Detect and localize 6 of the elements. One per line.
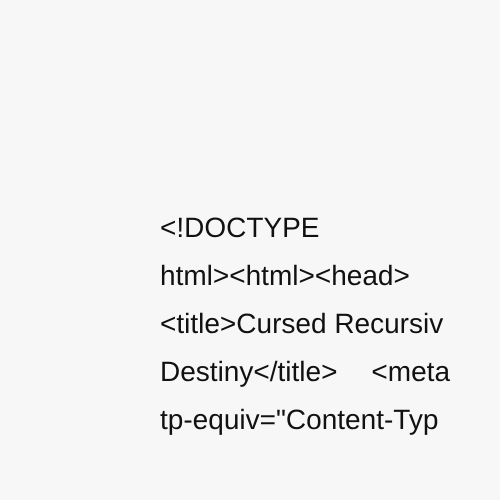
code-text: <title>Cursed Recursiv xyxy=(160,307,444,341)
code-text: html><html><head> xyxy=(160,259,410,293)
code-text: <meta xyxy=(371,355,450,389)
code-text: tp-equiv="Content-Typ xyxy=(160,403,438,437)
code-text: <!DOCTYPE xyxy=(160,211,320,245)
code-text: Destiny</title> xyxy=(160,355,338,389)
